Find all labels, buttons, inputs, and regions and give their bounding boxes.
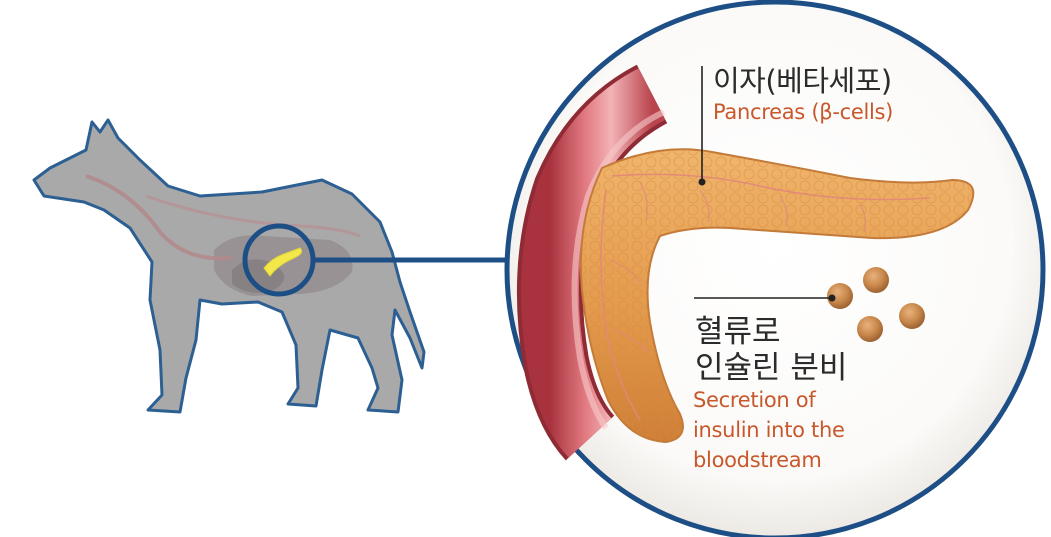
insulin-granules [827,267,925,342]
secretion-leader-dot [828,294,836,302]
dog-pancreas [263,247,303,277]
insulin-granule [827,283,853,309]
insulin-granule [899,303,925,329]
dog-organ-shadow [214,235,353,296]
insulin-granule [857,316,883,342]
blood-vessel [516,64,668,461]
secretion-label-korean-line2: 인슐린 분비 [695,350,848,386]
pancreas-label-korean: 이자(베타세포) [713,64,892,98]
secretion-label-english-line3: bloodstream [693,448,822,472]
insulin-granule [863,267,889,293]
secretion-label-korean-line1: 혈류로 [695,314,781,350]
pancreas-label-english: Pancreas (β-cells) [713,100,894,124]
pancreas [579,148,975,444]
secretion-label-english-line1: Secretion of [693,388,816,412]
secretion-label-english-line2: insulin into the [693,418,845,442]
dog-esophagus [85,174,233,261]
pancreas-leader-dot [698,178,706,186]
dog-silhouette [32,118,426,414]
